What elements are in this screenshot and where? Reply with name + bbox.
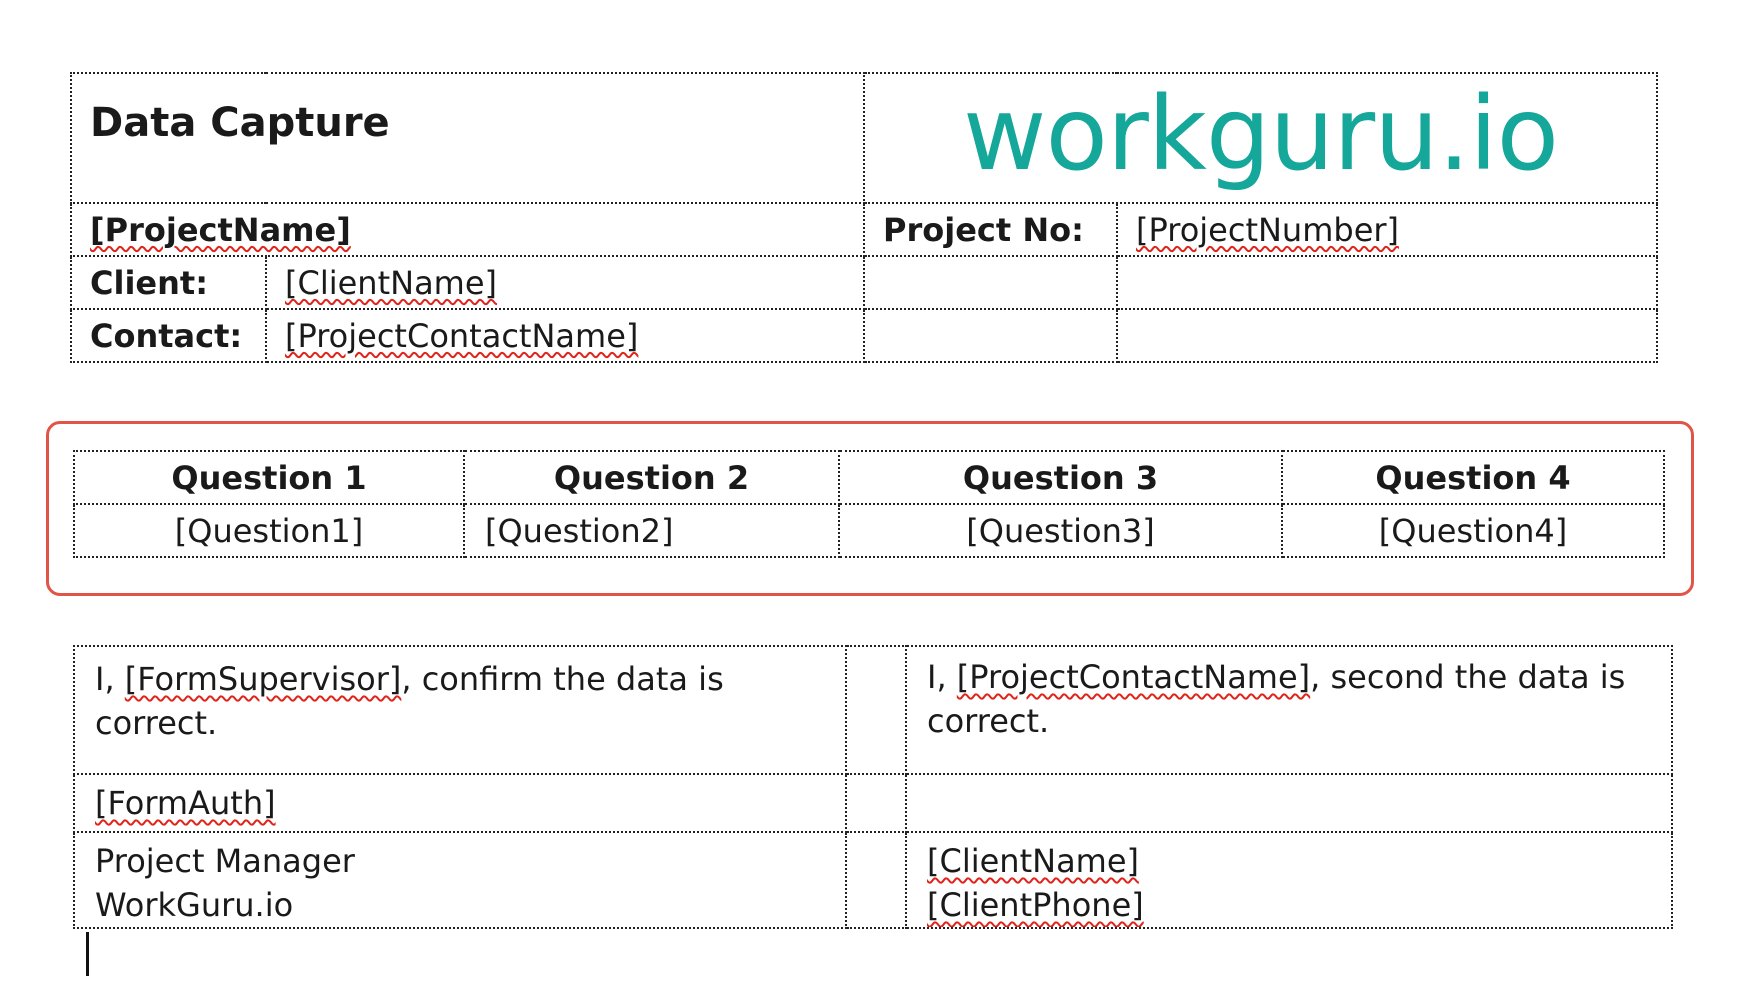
- text-cursor: [86, 932, 89, 976]
- project-number-cell: [ProjectNumber]: [1116, 202, 1659, 257]
- empty-cell: [863, 308, 1119, 363]
- client-phone-field[interactable]: [ClientPhone]: [927, 886, 1144, 924]
- form-auth-cell: [FormAuth]: [73, 773, 847, 833]
- signoff-table: I, [FormSupervisor], confirm the data is…: [73, 645, 1673, 929]
- form-supervisor-field[interactable]: [FormSupervisor]: [124, 660, 402, 698]
- question-1-header: Question 1: [73, 450, 465, 505]
- question-3-value[interactable]: [Question3]: [838, 503, 1283, 558]
- statement-prefix: I,: [95, 660, 125, 698]
- spacer-cell: [845, 831, 907, 929]
- contact-statement: I, [ProjectContactName], second the data…: [905, 645, 1673, 775]
- question-4-header: Question 4: [1281, 450, 1665, 505]
- project-number-field[interactable]: [ProjectNumber]: [1136, 210, 1400, 249]
- question-4-value[interactable]: [Question4]: [1281, 503, 1665, 558]
- questions-highlight: [46, 421, 1694, 596]
- workguru-logo: workguru.io: [863, 72, 1659, 204]
- project-no-label: Project No:: [863, 202, 1119, 257]
- client-signature-block: [ClientName] [ClientPhone]: [905, 831, 1673, 929]
- question-1-value[interactable]: [Question1]: [73, 503, 465, 558]
- empty-cell: [1116, 255, 1659, 310]
- logo-text: workguru.io: [963, 74, 1559, 194]
- role-text: Project Manager: [95, 842, 355, 880]
- project-contact-field[interactable]: [ProjectContactName]: [956, 658, 1311, 696]
- supervisor-statement: I, [FormSupervisor], confirm the data is…: [73, 645, 847, 775]
- statement-suffix: , confirm the data is correct.: [95, 660, 724, 742]
- question-2-header: Question 2: [463, 450, 840, 505]
- spacer-cell: [845, 645, 907, 775]
- project-name-cell: [ProjectName]: [69, 202, 866, 257]
- statement-prefix: I,: [927, 658, 957, 696]
- client-name-cell: [ClientName]: [264, 255, 866, 310]
- client-name-field[interactable]: [ClientName]: [285, 263, 498, 302]
- questions-table: Question 1 Question 2 Question 3 Questio…: [73, 450, 1665, 558]
- contact-name-field[interactable]: [ProjectContactName]: [285, 316, 639, 355]
- question-2-value[interactable]: [Question2]: [463, 503, 840, 558]
- statement-suffix: , second the data is correct.: [927, 658, 1626, 740]
- project-name-field[interactable]: [ProjectName]: [90, 210, 351, 249]
- client-label: Client:: [70, 255, 267, 310]
- empty-cell: [905, 773, 1673, 833]
- client-name-field[interactable]: [ClientName]: [927, 842, 1140, 880]
- contact-name-cell: [ProjectContactName]: [264, 308, 866, 363]
- spacer-cell: [845, 773, 907, 833]
- empty-cell: [863, 255, 1119, 310]
- form-auth-field[interactable]: [FormAuth]: [95, 784, 276, 822]
- header-table: Data Capture workguru.io [ProjectName] P…: [69, 72, 1659, 363]
- org-text: WorkGuru.io: [95, 886, 294, 924]
- empty-cell: [1116, 308, 1659, 363]
- contact-label: Contact:: [70, 308, 267, 363]
- page-title: Data Capture: [69, 72, 866, 204]
- question-3-header: Question 3: [838, 450, 1283, 505]
